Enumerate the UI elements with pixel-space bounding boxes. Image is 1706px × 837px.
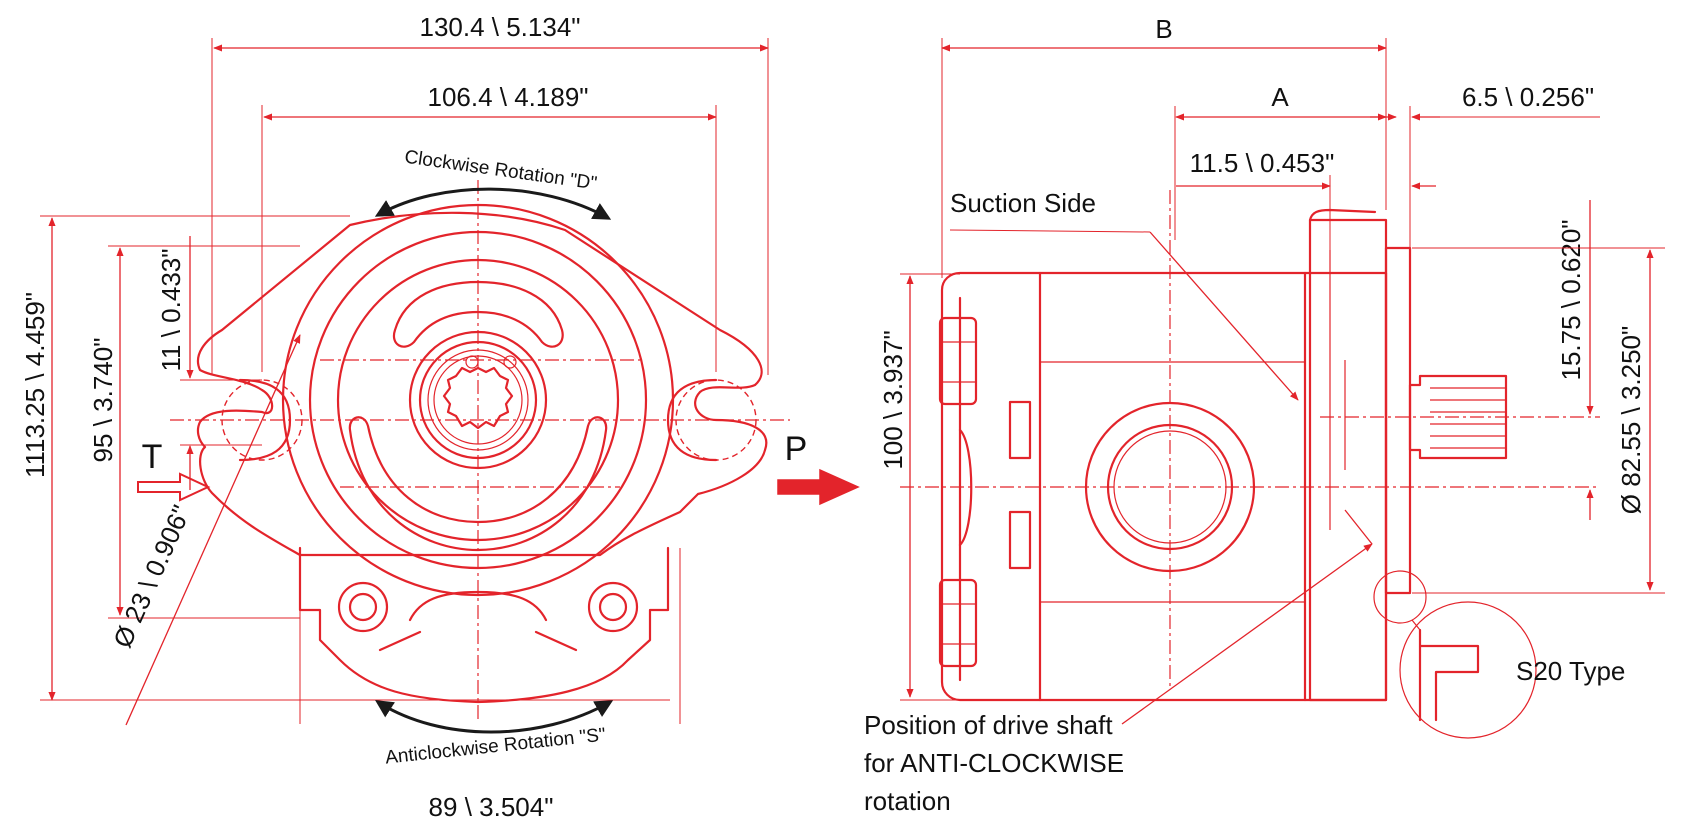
dim-11-label: 11 \ 0.433" — [156, 249, 186, 372]
port-t-arrow — [137, 472, 211, 502]
port-p-arrow — [777, 468, 860, 506]
dim-15-75-label: 15.75 \ 0.620" — [1556, 219, 1586, 380]
dim-11-5-label: 11.5 \ 0.453" — [1190, 148, 1335, 178]
front-slot-upper — [392, 280, 564, 348]
front-bolt-hole-right-inner — [598, 592, 628, 622]
rotation-anticlockwise-arrow — [374, 700, 614, 734]
front-mount-slot-right — [666, 378, 718, 462]
front-dimensions: 130.4 \ 5.134" 106.4 \ 4.189" 1113.25 \ … — [20, 12, 860, 822]
front-lower-body — [298, 546, 670, 704]
side-pilot — [1384, 246, 1412, 595]
front-slot-lower — [348, 416, 608, 552]
front-shaft-pin-left — [465, 355, 479, 369]
dim-106-label: 106.4 \ 4.189" — [427, 82, 588, 112]
side-detail-marker — [1373, 570, 1427, 624]
front-view — [170, 180, 790, 720]
front-flange-outline — [196, 211, 768, 557]
dim-b-label: B — [1155, 14, 1172, 44]
dim-6-5-label: 6.5 \ 0.256" — [1462, 82, 1594, 112]
side-view — [900, 190, 1600, 739]
side-dimensions: B A 6.5 \ 0.256" 11.5 \ 0.453" Suction S… — [864, 14, 1665, 816]
front-shaft-pin-right — [503, 355, 517, 369]
drive-shaft-note-line-1: Position of drive shaft — [864, 710, 1113, 740]
dim-height-overall-label: 1113.25 \ 4.459" — [20, 292, 50, 478]
front-bolt-hole-left — [337, 581, 389, 633]
dim-a-label: A — [1271, 82, 1289, 112]
front-bolt-hole-left-inner — [348, 592, 378, 622]
dim-100-label: 100 \ 3.937" — [878, 330, 908, 469]
s20-type-label: S20 Type — [1516, 656, 1625, 686]
rotation-clockwise-arrow — [374, 187, 612, 220]
port-t-label: T — [142, 438, 163, 476]
side-mount-flange — [1308, 218, 1388, 702]
front-splined-shaft — [442, 366, 514, 430]
side-bolt-head-bottom — [938, 578, 978, 668]
port-p-label: P — [785, 430, 808, 468]
drive-shaft-note-line-2: for ANTI-CLOCKWISE — [864, 748, 1124, 778]
suction-side-label: Suction Side — [950, 188, 1096, 218]
side-detail-zoom — [1399, 601, 1537, 739]
dim-hole-leader — [125, 334, 301, 726]
side-bolt-head-top — [938, 316, 978, 406]
dim-82-55-label: Ø 82.55 \ 3.250" — [1616, 326, 1646, 514]
side-drive-shaft — [1408, 374, 1508, 460]
drive-shaft-note-leader — [1121, 543, 1373, 725]
dim-base-label: 89 \ 3.504" — [429, 792, 554, 822]
drive-shaft-note-line-3: rotation — [864, 786, 951, 816]
front-bolt-hole-right — [587, 581, 639, 633]
rotation-clockwise-label: Clockwise Rotation "D" — [403, 147, 598, 195]
dim-height-body-label: 95 \ 3.740" — [88, 338, 118, 463]
dim-130-label: 130.4 \ 5.134" — [419, 12, 580, 42]
suction-side-leader — [1149, 231, 1299, 401]
